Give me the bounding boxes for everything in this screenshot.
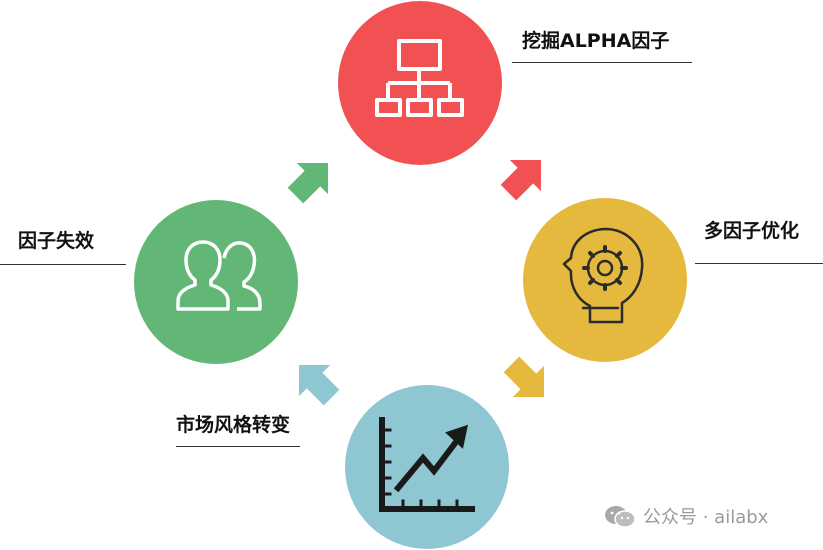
- head-gear-icon: [562, 227, 644, 324]
- label-top-underline: [512, 62, 692, 63]
- hierarchy-icon: [375, 39, 464, 117]
- node-left-circle: [134, 200, 298, 364]
- label-right: 多因子优化: [704, 220, 800, 242]
- arrow-bottom-to-left: [299, 365, 340, 406]
- label-bottom-underline: [176, 446, 300, 447]
- arrow-right-to-bottom: [503, 356, 544, 397]
- label-right-underline: [695, 263, 823, 264]
- users-icon: [176, 240, 262, 311]
- wechat-icon: [605, 506, 636, 528]
- label-bottom: 市场风格转变: [176, 414, 291, 436]
- node-right-circle: [523, 198, 687, 362]
- label-left-underline: [0, 264, 126, 265]
- watermark: 公众号 · ailabx: [603, 503, 768, 529]
- label-left: 因子失效: [18, 230, 95, 252]
- arrow-left-to-top: [287, 163, 328, 204]
- label-top: 挖掘ALPHA因子: [522, 30, 670, 52]
- watermark-text: 公众号 · ailabx: [643, 507, 769, 528]
- rising-chart-icon: [379, 417, 475, 512]
- arrow-top-to-right: [500, 160, 541, 201]
